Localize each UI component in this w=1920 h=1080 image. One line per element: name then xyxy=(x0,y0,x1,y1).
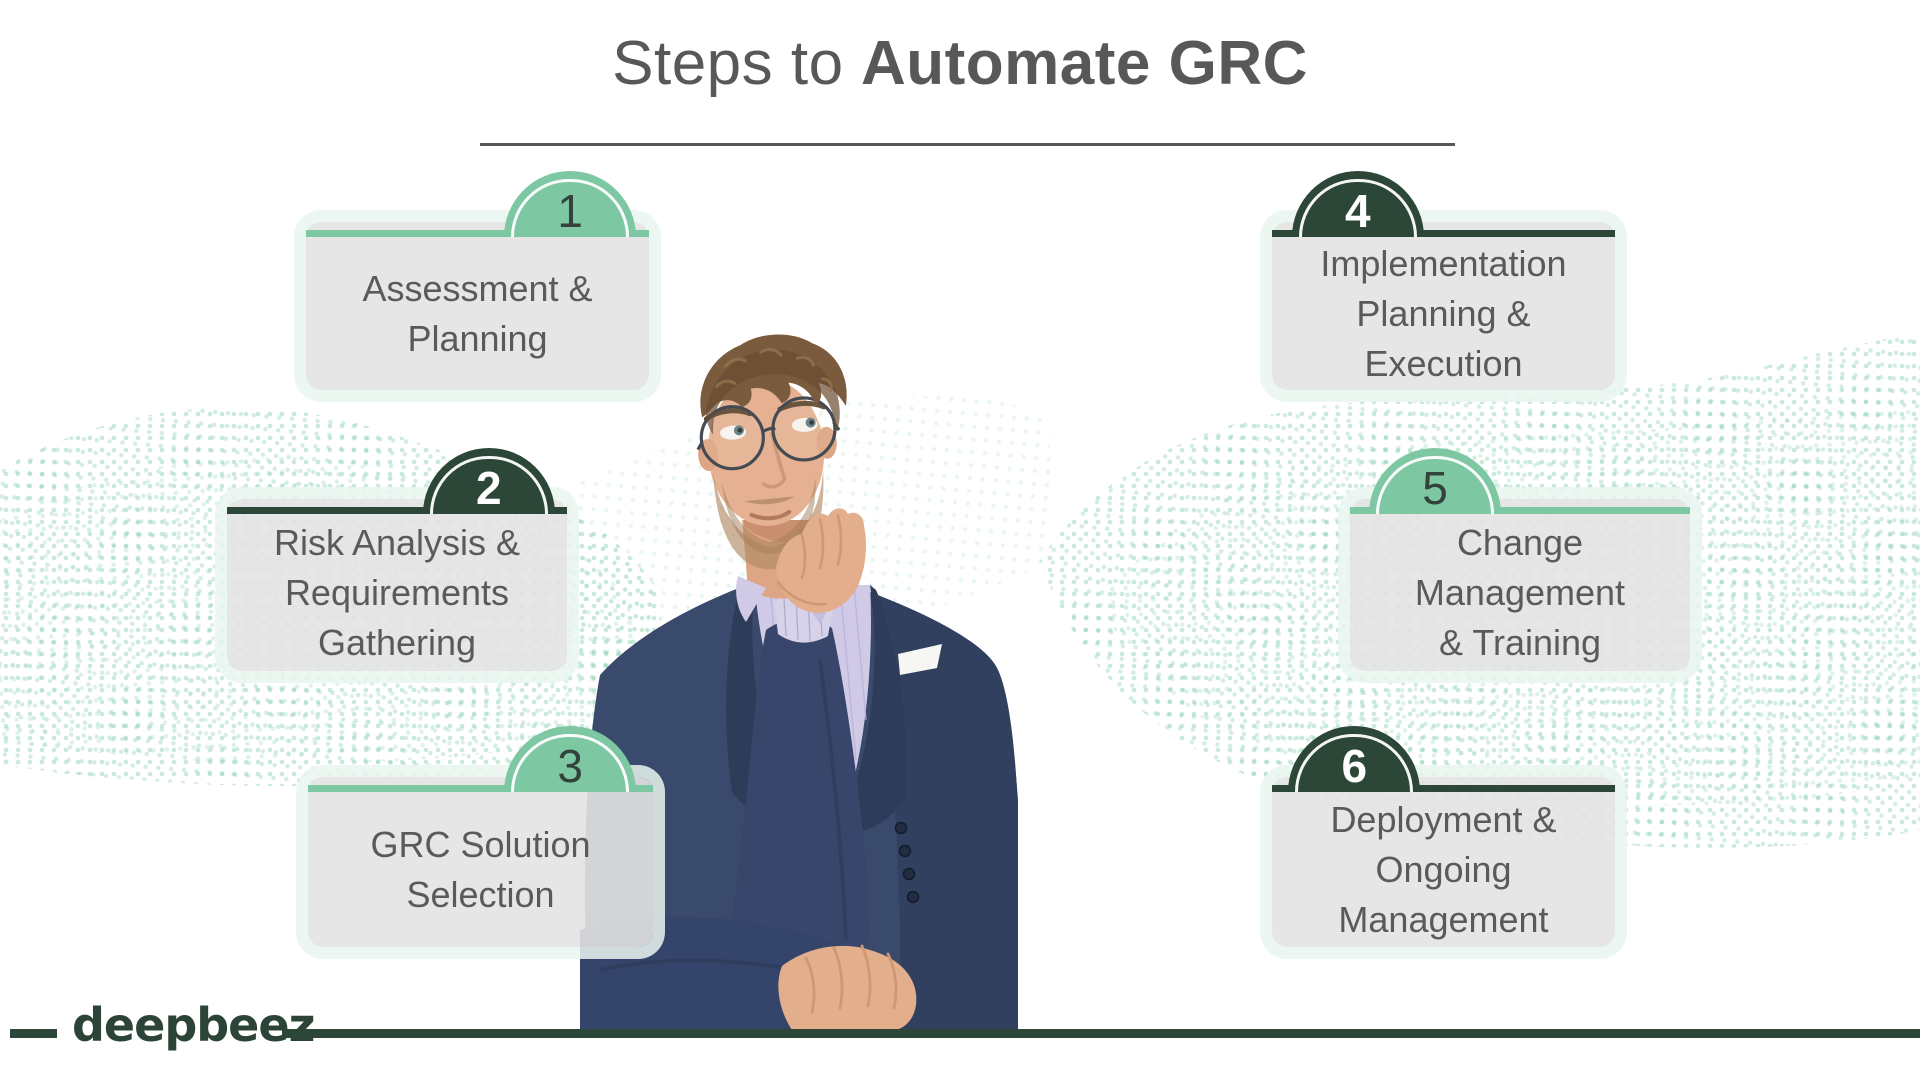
step-5-number: 5 xyxy=(1422,462,1448,514)
title-underline xyxy=(480,143,1455,146)
title-emphasis: Automate GRC xyxy=(860,29,1308,98)
title-prefix: Steps to xyxy=(612,29,844,98)
step-4-label: Implementation Planning & Execution xyxy=(1320,242,1567,384)
step-1-accent-line xyxy=(306,230,649,237)
step-5-accent-line xyxy=(1350,507,1690,514)
step-5-label: Change Management & Training xyxy=(1414,521,1626,663)
step-6-number: 6 xyxy=(1341,740,1368,792)
step-6-label: Deployment & Ongoing Management xyxy=(1330,798,1557,940)
step-2-accent-line xyxy=(227,507,567,514)
footer-rule-line xyxy=(282,1029,1920,1038)
step-card-4: 4 Implementation Planning & Execution xyxy=(1272,171,1615,390)
step-2-label: Risk Analysis & Requirements Gathering xyxy=(273,521,521,663)
step-1-label: Assessment & Planning xyxy=(362,267,593,359)
deepbeez-logo: deepbeez xyxy=(72,998,315,1052)
step-3-number: 3 xyxy=(557,740,583,792)
step-3-accent-line xyxy=(308,785,653,792)
step-card-6: 6 Deployment & Ongoing Management xyxy=(1272,726,1615,947)
step-1-number: 1 xyxy=(557,185,583,237)
footer-left-dash xyxy=(10,1029,57,1038)
step-6-accent-line xyxy=(1272,785,1615,792)
step-card-1: 1 Assessment & Planning xyxy=(306,171,649,390)
step-card-3: 3 GRC Solution Selection xyxy=(308,726,653,947)
step-card-2: 2 Risk Analysis & Requirements Gathering xyxy=(227,448,567,671)
step-4-accent-line xyxy=(1272,230,1615,237)
thinking-man-photo xyxy=(580,334,1018,1030)
step-4-number: 4 xyxy=(1344,185,1371,237)
step-card-5: 5 Change Management & Training xyxy=(1350,448,1690,671)
step-3-label: GRC Solution Selection xyxy=(370,823,591,915)
step-2-number: 2 xyxy=(476,462,502,514)
